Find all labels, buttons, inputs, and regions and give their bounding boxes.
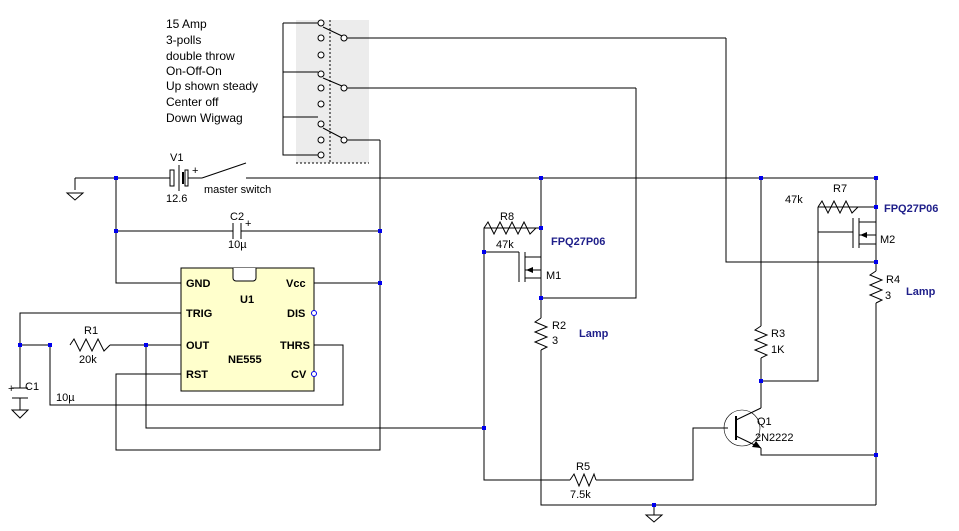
transistor-q1: [723, 407, 762, 449]
pin-dis: DIS: [287, 308, 305, 320]
three-pole-switch: [282, 19, 726, 164]
mosfet-m2: [818, 218, 876, 248]
label-v1: V1: [170, 152, 183, 164]
svg-text:+: +: [192, 165, 198, 177]
capacitor-c1: +: [8, 383, 30, 419]
label-q1: Q1: [757, 416, 772, 428]
pin-cv: CV: [291, 369, 307, 381]
pin-thrs: THRS: [280, 340, 310, 352]
label-u1-part: NE555: [228, 354, 262, 366]
ic-u1-ne555: [180, 267, 317, 392]
ground-symbol-bottom: [644, 514, 664, 523]
label-m2-part: FPQ27P06: [884, 203, 938, 215]
pin-trig: TRIG: [186, 308, 212, 320]
switch-shade: [296, 20, 369, 163]
note-line-4: On-Off-On: [166, 64, 222, 78]
note-line-6: Center off: [166, 95, 219, 109]
label-m2: M2: [880, 234, 895, 246]
label-master-switch: master switch: [204, 184, 271, 196]
label-r4: R4: [886, 274, 900, 286]
label-q1-part: 2N2222: [755, 432, 794, 444]
label-r3: R3: [771, 328, 785, 340]
pin-out: OUT: [186, 340, 210, 352]
pin-gnd: GND: [186, 278, 211, 290]
battery-v1: +: [169, 165, 198, 191]
label-r2: R2: [552, 320, 566, 332]
switch-notes: 15 Amp 3-polls double throw On-Off-On Up…: [166, 17, 258, 125]
label-c2-value: 10µ: [228, 239, 247, 251]
note-line-5: Up shown steady: [166, 79, 258, 93]
label-c1: C1: [25, 381, 39, 393]
note-line-1: 15 Amp: [166, 17, 207, 31]
ground-symbol-c1: [10, 409, 30, 419]
note-line-3: double throw: [166, 49, 235, 63]
label-r8-value: 47k: [496, 239, 514, 251]
pin-rst: RST: [186, 369, 208, 381]
resistor-r8: [483, 220, 541, 236]
label-r7: R7: [833, 183, 847, 195]
label-r5-value: 7.5k: [570, 489, 591, 501]
label-r7-value: 47k: [785, 194, 803, 206]
label-r3-value: 1K: [771, 344, 785, 356]
component-labels: V1 12.6 master switch C2 10µ GND Vcc U1 …: [25, 152, 938, 501]
label-c2: C2: [230, 211, 244, 223]
svg-text:+: +: [245, 218, 251, 230]
label-r4-value: 3: [885, 290, 891, 302]
label-r1: R1: [84, 325, 98, 337]
label-r8: R8: [500, 211, 514, 223]
junction-dots: [18, 176, 878, 507]
label-u1: U1: [240, 294, 254, 306]
label-c1-value: 10µ: [56, 392, 75, 404]
label-v1-value: 12.6: [166, 193, 187, 205]
label-m1-part: FPQ27P06: [551, 236, 605, 248]
ground-symbol-left: [65, 192, 85, 201]
svg-text:+: +: [8, 383, 14, 395]
resistor-r3: [753, 325, 769, 359]
label-r1-value: 20k: [79, 354, 97, 366]
master-switch: [201, 162, 247, 179]
label-lamp-2: Lamp: [906, 286, 936, 298]
wires: [19, 38, 877, 515]
label-lamp-1: Lamp: [579, 328, 609, 340]
label-r5: R5: [576, 461, 590, 473]
note-line-7: Down Wigwag: [166, 111, 243, 125]
label-r2-value: 3: [552, 335, 558, 347]
resistor-r2: [533, 317, 549, 351]
resistor-r7: [817, 199, 876, 215]
pin-vcc: Vcc: [286, 278, 306, 290]
resistor-r1: [69, 337, 111, 353]
resistor-r4: [868, 270, 884, 304]
resistor-r5: [569, 472, 597, 488]
capacitor-c2: +: [232, 218, 251, 239]
mosfet-m1: [518, 252, 541, 282]
note-line-2: 3-polls: [166, 33, 201, 47]
label-m1: M1: [546, 270, 561, 282]
